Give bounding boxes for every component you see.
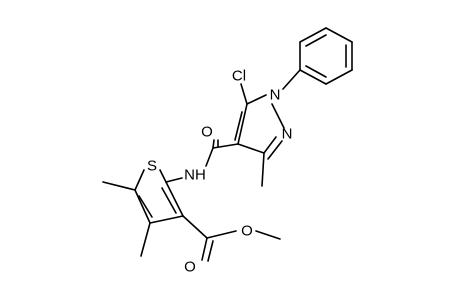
thiophene-sulfur-label: S [147,158,157,175]
ester-carbonyl-oxygen-label: O [184,259,196,276]
bond-ester-o-methyl [255,230,281,240]
pyrazole-n1-label: N [270,87,281,104]
bond-thiophene-ester-c [182,215,208,239]
bond-nh-thiophene [165,177,183,183]
thiophene-ring [134,169,184,224]
phenyl-ring [299,27,353,85]
bond-pyrazole-carbonyl [212,143,239,149]
bond-c-cl [240,83,248,105]
bond-thiophene-methyl-4 [140,222,151,257]
bond-amide-c-o [212,139,215,149]
bond-pyrazole-methyl [261,152,265,187]
ester-oxygen-label: O [241,223,253,240]
amide-oxygen-label: O [201,124,213,141]
bond-ester-c-o [201,237,208,261]
bond-thiophene-methyl-5 [102,181,136,191]
pyrazole-ring [234,94,285,160]
bond-ester-c-o-single [206,230,237,239]
amide-nh-label: NH [184,167,206,184]
bond-ester-c-o-double [207,240,214,262]
bond-carbonyl-nh [205,147,214,167]
bond-phenyl-n1 [282,69,301,90]
pyrazole-n2-label: N [282,126,293,143]
chlorine-label: Cl [232,68,246,85]
